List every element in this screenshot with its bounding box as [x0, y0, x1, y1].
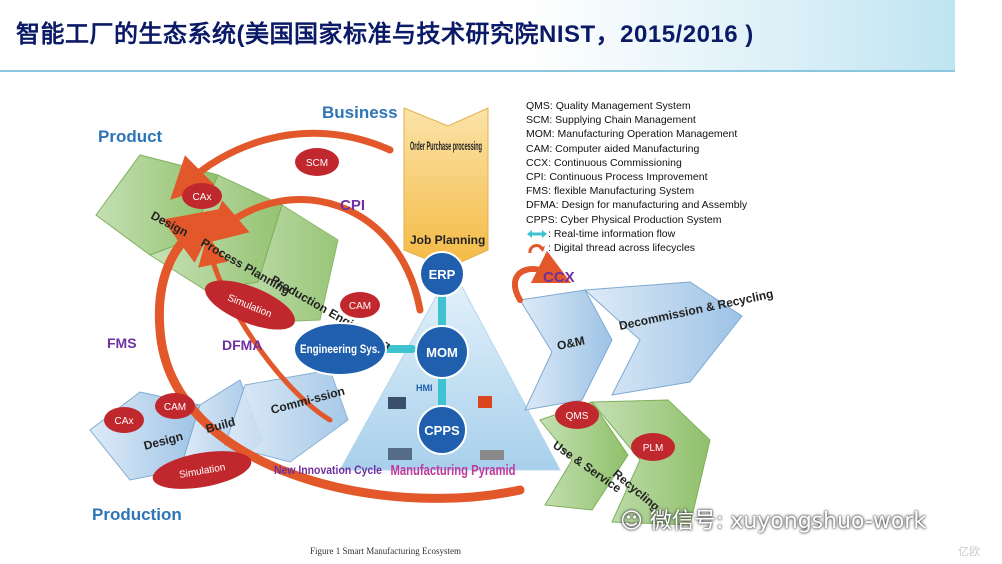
mom-text: MOM	[426, 345, 458, 360]
badge-qms-text: QMS	[566, 411, 589, 422]
badge-plm-text: PLM	[643, 443, 664, 454]
legend-item: CPPS: Cyber Physical Production System	[526, 213, 722, 226]
realtime-arrows	[381, 291, 446, 409]
wechat-icon: ☺	[620, 509, 643, 534]
badge-qms: QMS	[555, 401, 599, 429]
hmi-label: HMI	[416, 383, 433, 393]
dfma-label: DFMA	[222, 337, 262, 353]
wechat-watermark: ☺ 微信号: xuyongshuo-work	[620, 503, 926, 535]
robot-icon	[480, 450, 504, 460]
machine-icon	[388, 448, 412, 460]
service-chevrons	[539, 399, 711, 526]
plc-icon	[478, 396, 492, 408]
figure-caption: Figure 1 Smart Manufacturing Ecosystem	[310, 546, 461, 556]
legend: QMS: Quality Management System SCM: Supp…	[526, 99, 747, 255]
watermark-text: 微信号: xuyongshuo-work	[649, 509, 927, 534]
badge-cam-top: CAM	[340, 292, 380, 318]
engineering-sys-node: Engineering Sys.	[293, 322, 387, 376]
lifecycle-chevrons	[519, 281, 743, 411]
badge-cax-top: CAx	[182, 183, 222, 209]
fms-label: FMS	[107, 335, 137, 351]
legend-item: CPI: Continuous Process Improvement	[526, 171, 708, 184]
cpi-label: CPI	[340, 197, 365, 214]
legend-item: CCX: Continuous Commissioning	[526, 156, 682, 169]
cpps-text: CPPS	[424, 423, 460, 438]
manufacturing-pyramid-label: Manufacturing Pyramid	[391, 462, 516, 479]
title-divider	[0, 70, 955, 72]
om-label: O&M	[556, 333, 586, 353]
job-planning-text: Job Planning	[410, 233, 485, 247]
new-innovation-cycle-label: New Innovation Cycle	[274, 463, 382, 477]
badge-cam-bottom: CAM	[155, 393, 195, 419]
badge-scm-text: SCM	[306, 158, 328, 169]
legend-item: QMS: Quality Management System	[526, 100, 691, 112]
device-icons	[388, 396, 504, 460]
business-order-column	[403, 107, 489, 269]
erp-node: ERP	[419, 251, 465, 297]
badge-simulation-bottom: Simulation	[152, 451, 252, 489]
mom-node: MOM	[415, 325, 469, 379]
monitor-icon	[388, 397, 406, 409]
badge-cax-bottom-text: CAx	[115, 416, 134, 427]
badge-cam-bottom-text: CAM	[164, 402, 186, 413]
business-label: Business	[322, 103, 398, 122]
double-arrow-icon	[527, 230, 547, 239]
badge-cam-top-text: CAM	[349, 301, 371, 312]
legend-item: SCM: Supplying Chain Management	[526, 114, 696, 127]
legend-item: CAM: Computer aided Manufacturing	[526, 142, 700, 155]
badge-plm: PLM	[631, 433, 675, 461]
page-title: 智能工厂的生态系统(美国国家标准与技术研究院NIST，2015/2016 )	[16, 21, 754, 48]
corner-logo: 亿欧	[958, 546, 980, 558]
production-label: Production	[92, 505, 182, 524]
legend-digital-text: : Digital thread across lifecycles	[548, 242, 696, 255]
order-purchase-text: Order Purchase processing	[410, 139, 482, 153]
product-label: Product	[98, 127, 163, 146]
badge-cax-bottom: CAx	[104, 407, 144, 433]
badge-scm: SCM	[295, 148, 339, 176]
cpps-node: CPPS	[417, 405, 467, 455]
engineering-sys-text: Engineering Sys.	[300, 342, 380, 356]
badge-cax-top-text: CAx	[193, 192, 212, 203]
ccx-label: CCX	[543, 269, 575, 286]
legend-item: FMS: flexible Manufacturing System	[526, 185, 695, 198]
legend-digital: : Digital thread across lifecycles	[526, 241, 747, 255]
badge-simulation-top: Simulation	[204, 280, 296, 330]
legend-item: DFMA: Design for manufacturing and Assem…	[526, 199, 748, 212]
legend-realtime-text: : Real-time information flow	[548, 227, 676, 240]
erp-text: ERP	[429, 267, 456, 282]
legend-item: MOM: Manufacturing Operation Management	[526, 128, 738, 141]
title-bar: 智能工厂的生态系统(美国国家标准与技术研究院NIST，2015/2016 )	[0, 0, 955, 70]
legend-realtime: : Real-time information flow	[526, 227, 747, 241]
curved-arrow-icon	[528, 244, 545, 254]
